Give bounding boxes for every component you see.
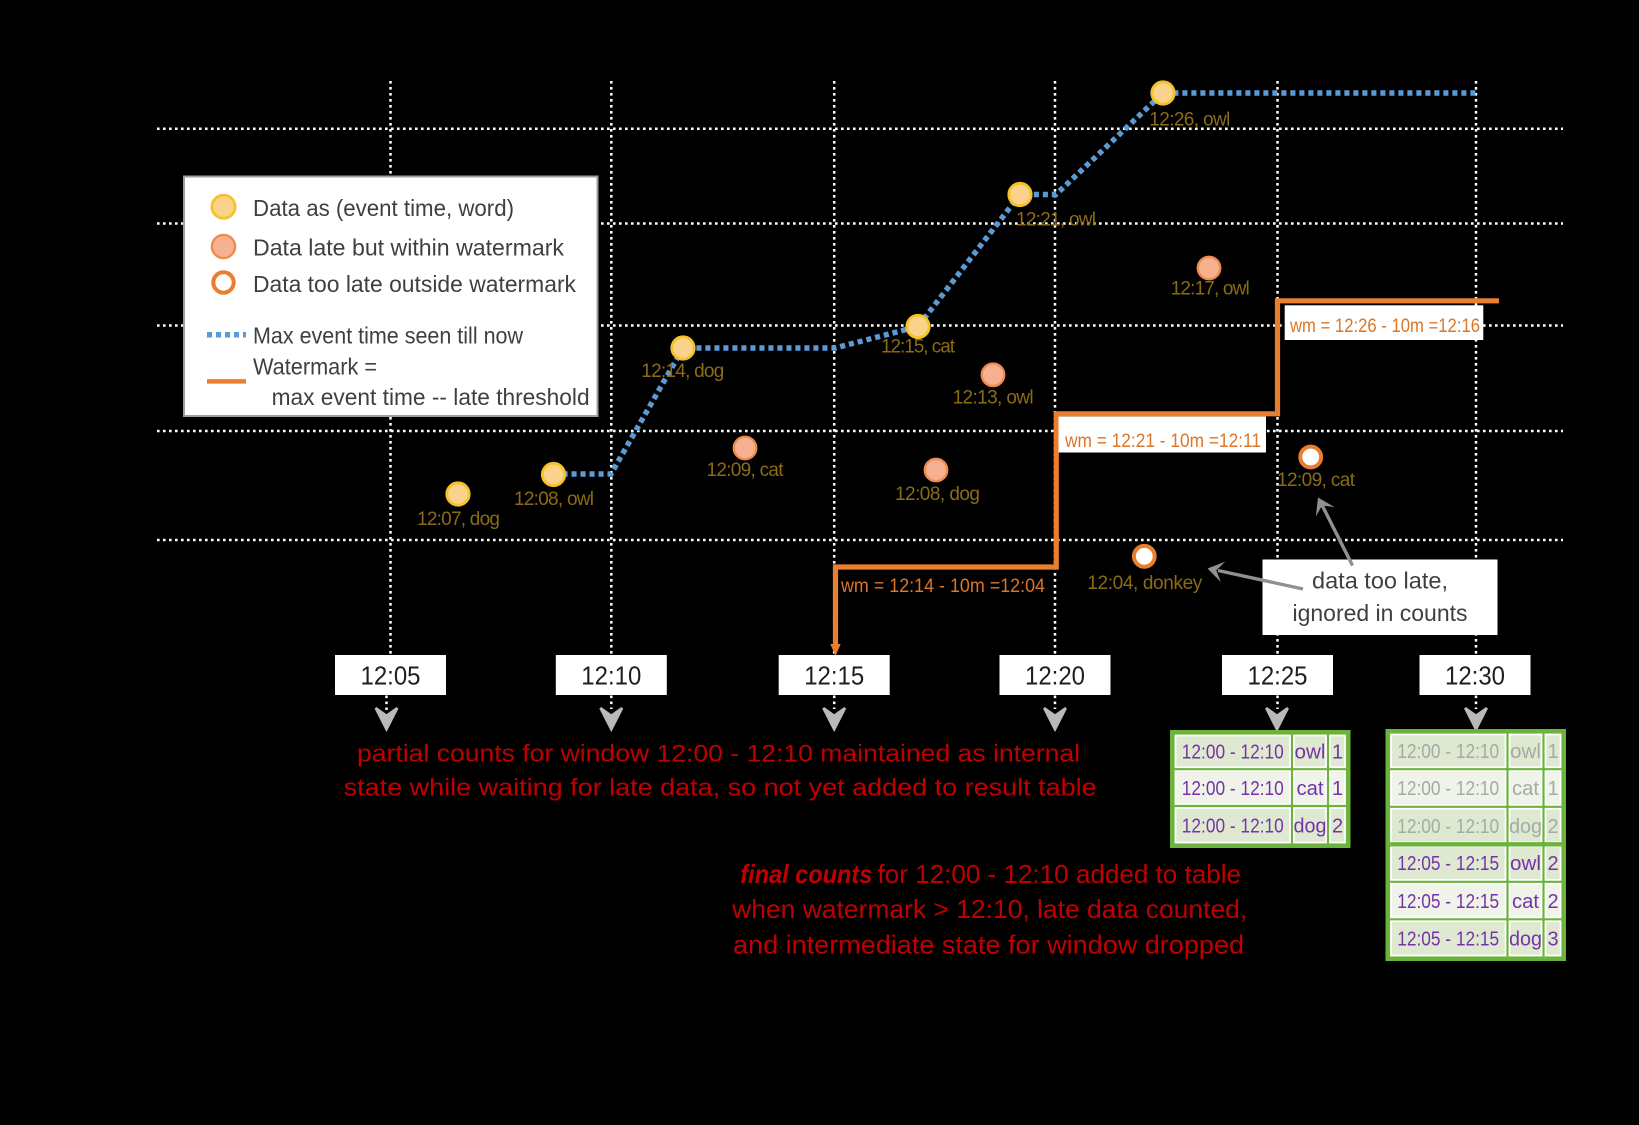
svg-text:dog: dog xyxy=(1294,816,1327,838)
svg-text:12:08, dog: 12:08, dog xyxy=(895,484,980,505)
svg-text:12:00 - 12:10: 12:00 - 12:10 xyxy=(1182,778,1284,800)
svg-text:12:09, cat: 12:09, cat xyxy=(1277,470,1356,491)
svg-text:max event time -- late thresho: max event time -- late threshold xyxy=(272,384,590,410)
svg-text:12:09, cat: 12:09, cat xyxy=(707,460,785,481)
svg-text:12:05 - 12:15: 12:05 - 12:15 xyxy=(1397,853,1499,875)
svg-text:2: 2 xyxy=(1547,891,1558,913)
svg-text:12:00 - 12:10: 12:00 - 12:10 xyxy=(1397,816,1499,838)
svg-text:12:10: 12:10 xyxy=(581,661,641,691)
svg-text:12:25: 12:25 xyxy=(1248,661,1308,691)
svg-text:Data late but within watermark: Data late but within watermark xyxy=(253,235,564,261)
svg-text:when watermark > 12:10, late d: when watermark > 12:10, late data counte… xyxy=(731,894,1247,924)
svg-text:12:15: 12:15 xyxy=(804,661,864,691)
svg-text:12:08, owl: 12:08, owl xyxy=(514,489,594,510)
svg-text:12:00 - 12:10: 12:00 - 12:10 xyxy=(1182,742,1284,764)
svg-text:owl: owl xyxy=(1510,741,1541,763)
svg-text:Watermark =: Watermark = xyxy=(253,354,377,380)
svg-text:12:15, cat: 12:15, cat xyxy=(881,337,956,358)
svg-text:Max event time seen till now: Max event time seen till now xyxy=(253,323,523,349)
svg-text:2: 2 xyxy=(1332,816,1343,838)
svg-text:data too late,: data too late, xyxy=(1312,568,1448,594)
svg-text:1: 1 xyxy=(1547,741,1558,763)
svg-text:cat: cat xyxy=(1512,778,1539,800)
svg-text:ignored in counts: ignored in counts xyxy=(1293,600,1468,626)
svg-text:12:05 - 12:15: 12:05 - 12:15 xyxy=(1397,891,1499,913)
svg-text:Data as (event time, word): Data as (event time, word) xyxy=(253,195,514,221)
svg-text:wm = 12:26 - 10m =12:16: wm = 12:26 - 10m =12:16 xyxy=(1289,316,1480,337)
svg-text:state while waiting for late d: state while waiting for late data, so no… xyxy=(344,775,1097,802)
svg-text:12:14, dog: 12:14, dog xyxy=(641,361,724,382)
svg-text:12:13, owl: 12:13, owl xyxy=(953,388,1034,409)
svg-text:2: 2 xyxy=(1547,853,1558,875)
svg-text:12:00 - 12:10: 12:00 - 12:10 xyxy=(1397,741,1499,763)
svg-text:12:05: 12:05 xyxy=(361,661,421,691)
svg-text:wm = 12:21 - 10m =12:11: wm = 12:21 - 10m =12:11 xyxy=(1064,431,1261,452)
svg-text:1: 1 xyxy=(1547,778,1558,800)
svg-text:for 12:00 - 12:10 added to tab: for 12:00 - 12:10 added to table xyxy=(878,859,1242,889)
svg-text:cat: cat xyxy=(1297,778,1324,800)
svg-text:3: 3 xyxy=(1547,929,1558,951)
svg-text:2: 2 xyxy=(1547,816,1558,838)
svg-text:and intermediate state for win: and intermediate state for window droppe… xyxy=(733,930,1244,960)
svg-text:12:05 - 12:15: 12:05 - 12:15 xyxy=(1397,929,1499,951)
svg-text:12:04, donkey: 12:04, donkey xyxy=(1087,573,1203,594)
svg-text:12:20: 12:20 xyxy=(1025,661,1085,691)
svg-text:12:30: 12:30 xyxy=(1445,661,1505,691)
svg-text:final counts: final counts xyxy=(740,859,872,889)
svg-text:1: 1 xyxy=(1332,778,1343,800)
svg-text:12:00 - 12:10: 12:00 - 12:10 xyxy=(1182,816,1284,838)
svg-text:Data too late outside watermar: Data too late outside watermark xyxy=(253,271,576,297)
svg-text:12:17, owl: 12:17, owl xyxy=(1171,279,1250,300)
svg-text:12:21, owl: 12:21, owl xyxy=(1016,210,1096,231)
svg-text:12:00 - 12:10: 12:00 - 12:10 xyxy=(1397,778,1499,800)
svg-text:owl: owl xyxy=(1510,853,1541,875)
svg-text:wm = 12:14 - 10m =12:04: wm = 12:14 - 10m =12:04 xyxy=(840,576,1045,597)
svg-text:owl: owl xyxy=(1295,742,1326,764)
svg-text:cat: cat xyxy=(1512,891,1539,913)
svg-text:12:26, owl: 12:26, owl xyxy=(1149,109,1230,130)
svg-text:12:07, dog: 12:07, dog xyxy=(417,509,500,530)
svg-text:1: 1 xyxy=(1332,742,1343,764)
svg-text:dog: dog xyxy=(1509,929,1542,951)
svg-text:partial counts for window 12:0: partial counts for window 12:00 - 12:10 … xyxy=(357,741,1080,768)
svg-text:dog: dog xyxy=(1509,816,1542,838)
